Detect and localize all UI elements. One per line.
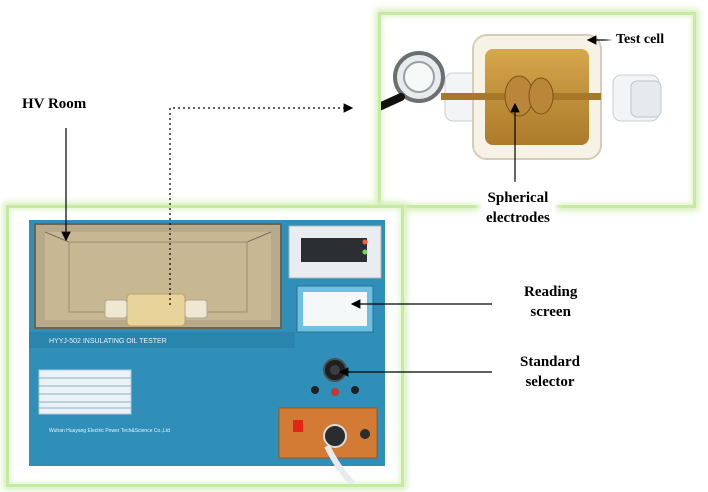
connection-dotted-line: [169, 103, 354, 305]
test-cell-photo: [351, 34, 662, 160]
spherical-electrodes-label-line2: electrodes: [486, 210, 550, 226]
tester-photo-frame: HYYJ-502 INSULATING OIL TESTER Wuhan Hua…: [6, 205, 404, 487]
standard-selector-label-line1: Standard: [520, 354, 581, 370]
reading-screen-label-line1: Reading: [524, 284, 578, 300]
reading-screen-label-line2: screen: [530, 304, 571, 320]
hv-room-label: HV Room: [18, 94, 91, 114]
standard-selector-label: Standard selector: [516, 352, 585, 392]
device-manufacturer-text: Wuhan Huayang Electric Power Tech&Scienc…: [49, 428, 170, 434]
reading-screen-label: Reading screen: [520, 282, 582, 322]
standard-selector-label-line2: selector: [525, 374, 575, 390]
spherical-electrodes-label: Spherical electrodes: [482, 188, 554, 228]
device-model-text: HYYJ-502 INSULATING OIL TESTER: [49, 338, 167, 345]
tester-photo: HYYJ-502 INSULATING OIL TESTER Wuhan Hua…: [29, 220, 385, 487]
test-cell-label: Test cell: [612, 30, 669, 50]
spherical-electrodes-label-line1: Spherical: [487, 190, 549, 206]
